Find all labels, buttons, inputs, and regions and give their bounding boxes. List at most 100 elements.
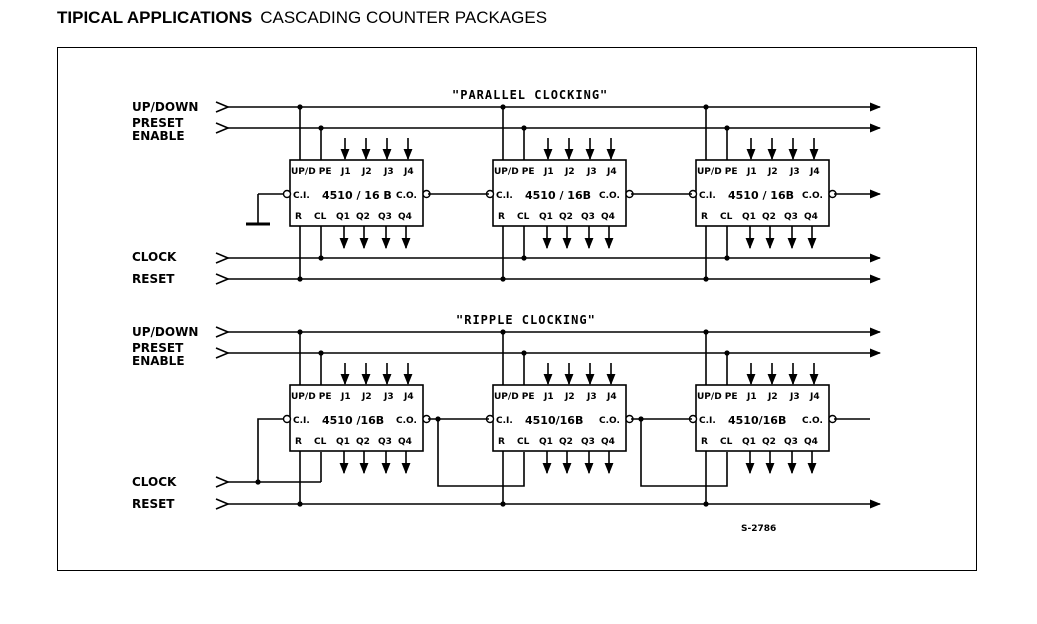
chip-part-number: 4510/16B [728, 414, 786, 427]
ripple-updown-input-symbol [215, 326, 231, 338]
chip-top-pin-label: J3 [383, 392, 394, 402]
parallel-updown-label: UP/DOWN [132, 100, 198, 114]
ripple-updown-label: UP/DOWN [132, 325, 198, 339]
junction-dot [521, 125, 527, 131]
chip-part-number: 4510 / 16B [525, 189, 591, 202]
chip-body [695, 159, 830, 227]
chip-bottom-pin-label: Q4 [398, 437, 412, 447]
ripple-reset-label: RESET [132, 497, 175, 511]
parallel-clocking-section: "PARALLEL CLOCKING" UP/DOWN PRESET ENABL… [132, 88, 882, 286]
chip-bottom-pin-label: R [498, 212, 505, 222]
junction-dot [500, 329, 506, 335]
chip-body [289, 159, 424, 227]
carry-in-bubble [282, 189, 292, 199]
chip-bottom-pin-label: Q4 [398, 212, 412, 222]
chip-carry-in-label: C.I. [293, 191, 310, 201]
chip-top-pin-label: J3 [586, 167, 597, 177]
ripple-clock-label: CLOCK [132, 475, 177, 489]
chip-top-pin-label: J4 [809, 392, 820, 402]
ripple-bus-taps [297, 329, 730, 507]
junction-dot [500, 276, 506, 282]
junction-dot [703, 276, 709, 282]
chip-bottom-pin-label: CL [517, 212, 530, 222]
ground-icon [246, 193, 285, 226]
ripple-clock-input-symbol [215, 476, 231, 488]
chip-top-pin-label: UP/D PE [291, 167, 332, 177]
chip-carry-in-label: C.I. [496, 416, 513, 426]
chip-top-pin-label: J3 [789, 392, 800, 402]
chip-bottom-pin-label: Q2 [356, 437, 370, 447]
chip-carry-in-label: C.I. [496, 191, 513, 201]
junction-dot [500, 104, 506, 110]
chip-part-number: 4510 / 16B [728, 189, 794, 202]
chip-carry-out-label: C.O. [396, 191, 417, 201]
heading-bold: TIPICAL APPLICATIONS [57, 8, 253, 27]
chip-top-pin-label: J2 [767, 392, 778, 402]
heading-subtitle: CASCADING COUNTER PACKAGES [260, 8, 548, 27]
chip-bottom-pin-label: Q3 [784, 437, 798, 447]
chip-top-pin-label: J4 [606, 167, 617, 177]
chip-carry-out-label: C.O. [802, 416, 823, 426]
junction-dot [297, 501, 303, 507]
chip-top-pin-label: J2 [361, 392, 372, 402]
page-heading: TIPICAL APPLICATIONS CASCADING COUNTER PA… [57, 8, 547, 28]
chip-top-pin-label: J4 [606, 392, 617, 402]
carry-in-bubble [282, 414, 292, 424]
chip-top-pin-label: J2 [564, 167, 575, 177]
chip-top-pin-label: UP/D PE [494, 392, 535, 402]
chip-bottom-pin-label: Q3 [581, 212, 595, 222]
junction-dot [318, 125, 324, 131]
chip-top-pin-label: J1 [543, 167, 554, 177]
chip-bottom-pin-label: Q2 [559, 437, 573, 447]
chip-bottom-pin-label: Q2 [356, 212, 370, 222]
figure-code: S-2786 [741, 524, 776, 534]
parallel-reset-input-symbol [215, 273, 231, 285]
ripple-clocking-section: "RIPPLE CLOCKING" UP/DOWN PRESET ENABLE … [132, 313, 882, 534]
chip-top-pin-label: UP/D PE [697, 392, 738, 402]
chip-bottom-pin-label: CL [314, 212, 327, 222]
parallel-clock-input-symbol [215, 252, 231, 264]
junction-dot [318, 255, 324, 261]
ripple-preset-label: PRESET [132, 341, 184, 355]
junction-dot [521, 255, 527, 261]
ripple-carry-to-cl-3 [640, 419, 728, 487]
chip-part-number: 4510/16B [525, 414, 583, 427]
chip-bottom-pin-label: R [295, 437, 302, 447]
chip-bottom-pin-label: Q2 [762, 212, 776, 222]
ripple-enable-label: ENABLE [132, 354, 185, 368]
chip-carry-in-label: C.I. [699, 416, 716, 426]
parallel-reset-label: RESET [132, 272, 175, 286]
chip-top-pin-label: J4 [403, 392, 414, 402]
ripple-carry-to-cl-2 [437, 419, 525, 487]
chip-top-pin-label: J3 [586, 392, 597, 402]
junction-dot [703, 104, 709, 110]
chip-top-pin-label: UP/D PE [494, 167, 535, 177]
chip-top-pin-label: J2 [361, 167, 372, 177]
chip-top-pin-label: J2 [564, 392, 575, 402]
parallel-preset-input-symbol [215, 122, 231, 134]
chip-top-pin-label: UP/D PE [697, 167, 738, 177]
chip-bottom-pin-label: CL [314, 437, 327, 447]
chip-top-pin-label: UP/D PE [291, 392, 332, 402]
chip-bottom-pin-label: Q1 [742, 437, 756, 447]
parallel-clocking-title: "PARALLEL CLOCKING" [452, 88, 608, 102]
parallel-preset-label: PRESET [132, 116, 184, 130]
chip-bottom-pin-label: CL [720, 212, 733, 222]
chip-carry-in-label: C.I. [699, 191, 716, 201]
parallel-clock-label: CLOCK [132, 250, 177, 264]
chip-part-number: 4510 / 16 B [322, 189, 392, 202]
junction-dot [703, 329, 709, 335]
chip-bottom-pin-label: Q3 [378, 437, 392, 447]
chip-bottom-pin-label: Q4 [804, 437, 818, 447]
junction-dot [724, 350, 730, 356]
chip-part-number: 4510 /16B [322, 414, 384, 427]
chip-bottom-pin-label: Q1 [336, 212, 350, 222]
junction-dot [724, 255, 730, 261]
chip-bottom-pin-label: Q3 [378, 212, 392, 222]
junction-dot [724, 125, 730, 131]
chip-carry-out-label: C.O. [599, 416, 620, 426]
